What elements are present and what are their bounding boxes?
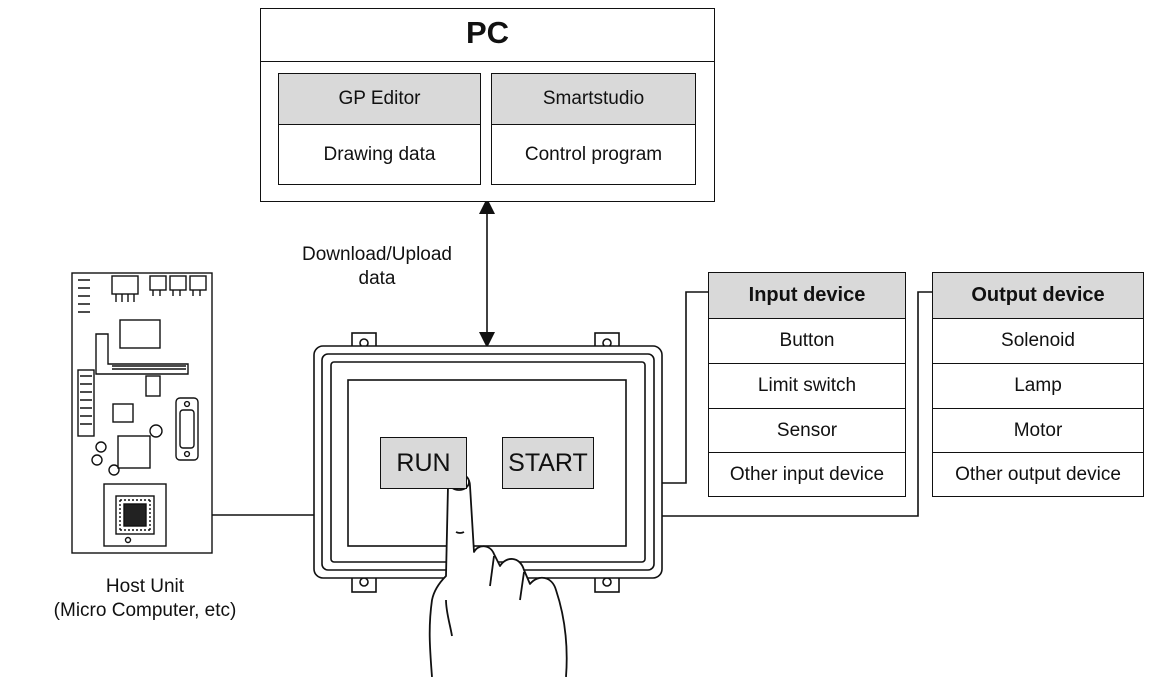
input-item-button: Button xyxy=(709,318,905,363)
input-item-other: Other input device xyxy=(709,452,905,496)
input-device-header: Input device xyxy=(709,273,905,318)
pc-divider xyxy=(261,61,714,62)
hmi-panel xyxy=(313,332,663,593)
smartstudio-box: Smartstudio Control program xyxy=(491,73,696,185)
download-upload-line2: data xyxy=(358,268,396,289)
output-connection-line xyxy=(660,291,933,517)
drawing-data-label: Drawing data xyxy=(279,124,480,184)
output-item-lamp: Lamp xyxy=(933,363,1143,408)
host-unit-board xyxy=(71,272,213,554)
output-device-box: Output device Solenoid Lamp Motor Other … xyxy=(932,272,1144,497)
input-device-box: Input device Button Limit switch Sensor … xyxy=(708,272,906,497)
output-device-header: Output device xyxy=(933,273,1143,318)
smartstudio-label: Smartstudio xyxy=(492,74,695,124)
input-item-limit-switch: Limit switch xyxy=(709,363,905,408)
input-connection-line xyxy=(660,291,709,484)
control-program-label: Control program xyxy=(492,124,695,184)
host-unit-label: Host Unit (Micro Computer, etc) xyxy=(0,575,290,623)
start-button[interactable]: START xyxy=(502,437,594,489)
input-item-sensor: Sensor xyxy=(709,408,905,452)
download-upload-line1: Download/Upload xyxy=(302,244,452,265)
host-unit-line2: (Micro Computer, etc) xyxy=(53,600,237,621)
output-item-motor: Motor xyxy=(933,408,1143,452)
gp-editor-box: GP Editor Drawing data xyxy=(278,73,481,185)
download-upload-label: Download/Upload data xyxy=(272,243,482,291)
host-unit-line1: Host Unit xyxy=(105,576,185,597)
pc-title: PC xyxy=(465,15,510,50)
pc-box: PC GP Editor Drawing data Smartstudio Co… xyxy=(260,8,715,202)
output-item-solenoid: Solenoid xyxy=(933,318,1143,363)
output-item-other: Other output device xyxy=(933,452,1143,496)
gp-editor-label: GP Editor xyxy=(279,74,480,124)
run-button[interactable]: RUN xyxy=(380,437,467,489)
